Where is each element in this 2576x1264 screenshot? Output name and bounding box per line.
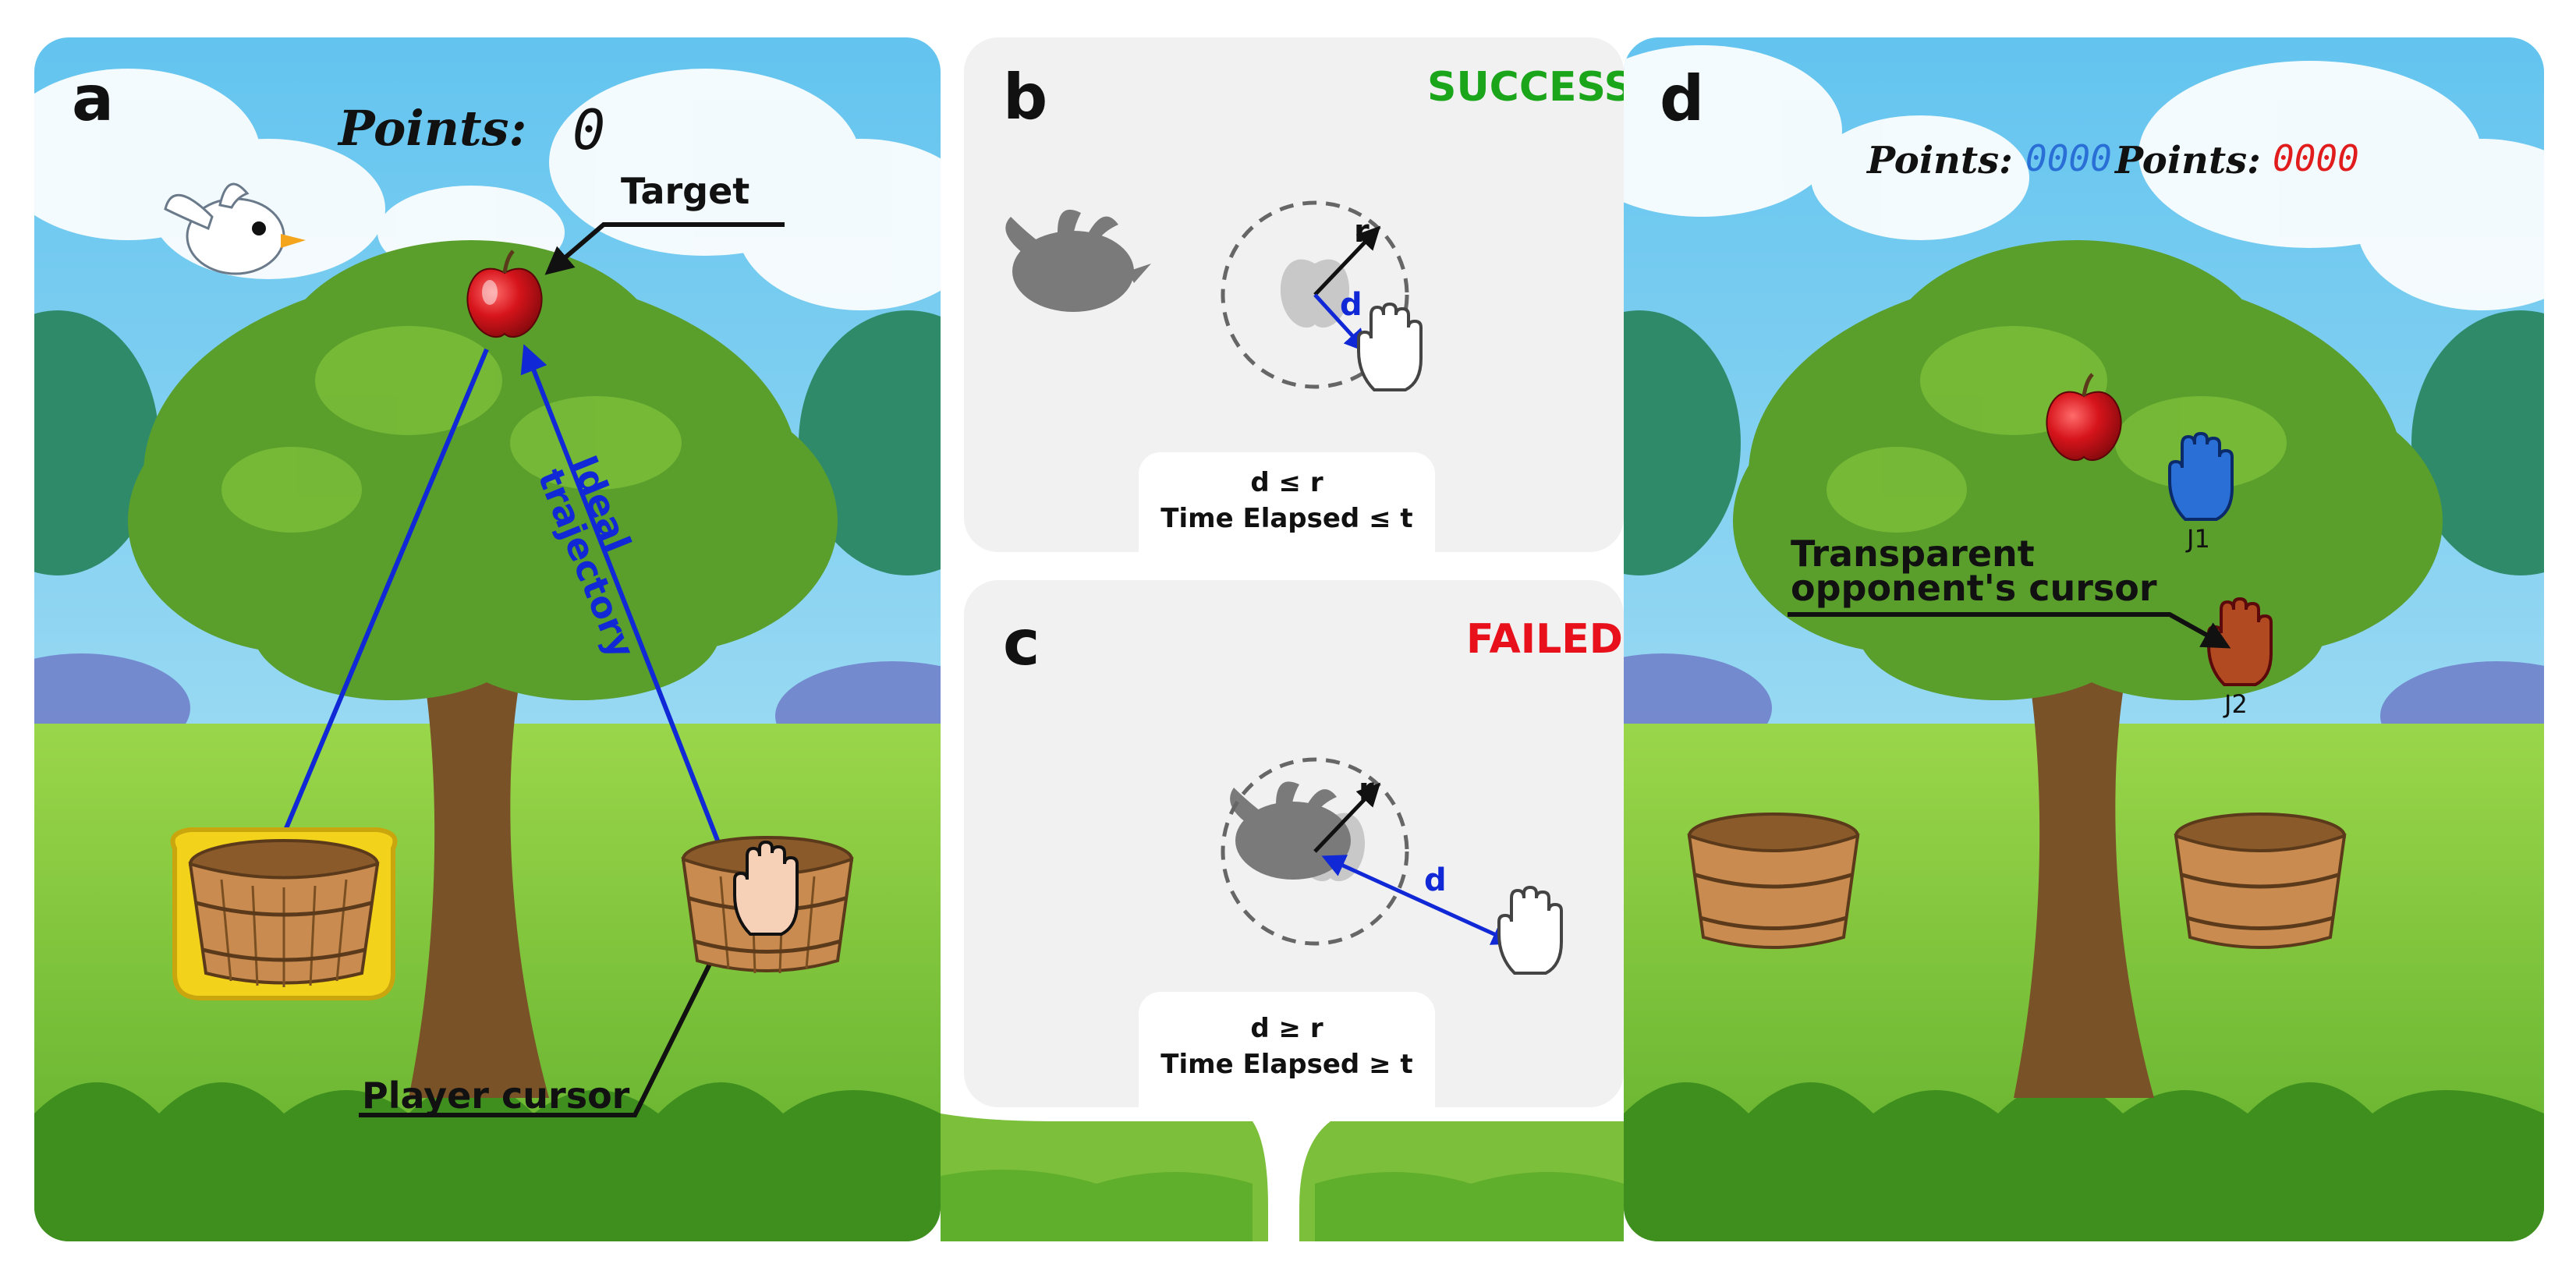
player1-hand-cursor-icon: [2168, 431, 2234, 521]
points-label: Points:: [338, 100, 527, 157]
apple-icon: [466, 250, 543, 338]
failed-status: FAILED: [1466, 616, 1623, 663]
middle-grass-strip: [941, 1114, 1624, 1241]
panel-d-multiplayer-scene: Points: 0000 Points: 0000 J1 J2 Transpar…: [1624, 37, 2544, 1241]
trajectory-arrow-down: [270, 348, 489, 862]
panel-a-game-scene: Points: 0 Target Ideal trajectory: [34, 37, 941, 1241]
panel-letter-c: c: [1003, 607, 1040, 679]
panel-a-annotations: [270, 222, 785, 1117]
panel-letter-b: b: [1003, 61, 1048, 133]
player2-points-label: Points:: [2115, 139, 2261, 182]
panel-letter-d: d: [1660, 62, 1705, 135]
apple-icon-d: [2046, 373, 2122, 461]
radius-label-b: r: [1354, 214, 1369, 250]
opponent-cursor-label: Transparent opponent's cursor: [1791, 533, 2157, 609]
panel-letter-a: a: [72, 62, 114, 135]
success-status: SUCCESS: [1427, 64, 1634, 111]
target-label: Target: [621, 170, 750, 212]
panel-d-background: [1624, 37, 2544, 1241]
player1-points-value: 0000: [2025, 137, 2112, 179]
radius-label-c: r: [1359, 772, 1374, 808]
basket-icon-d-left: [1687, 813, 1860, 949]
condition-c-line1: d ≥ r: [1250, 1013, 1323, 1044]
hand-cursor-icon-b: [1357, 302, 1423, 391]
points-value: 0: [572, 98, 606, 162]
panel-c-diagram: [1221, 757, 1563, 975]
player2-label: J2: [2224, 689, 2248, 719]
condition-box-b: d ≤ r Time Elapsed ≤ t: [1139, 452, 1435, 552]
condition-b-line2: Time Elapsed ≤ t: [1160, 503, 1413, 534]
condition-c-line2: Time Elapsed ≥ t: [1160, 1049, 1413, 1080]
hand-cursor-icon-c: [1497, 885, 1563, 975]
player2-points-value: 0000: [2273, 137, 2359, 179]
bird-silhouette-icon: [1005, 209, 1151, 312]
condition-b-line1: d ≤ r: [1250, 467, 1323, 498]
player1-label: J1: [2187, 524, 2210, 554]
distance-label-c: d: [1424, 862, 1447, 898]
player-cursor-label: Player cursor: [362, 1075, 630, 1117]
player1-points-label: Points:: [1867, 139, 2013, 182]
distance-label-b: d: [1340, 287, 1362, 323]
basket-icon-d-right: [2174, 813, 2347, 949]
panel-bc-area: SUCCESS b r d d ≤ r Time Elapsed ≤ t FAI…: [941, 37, 1633, 1241]
trajectory-arrow-up: [520, 344, 723, 850]
basket-icon[interactable]: [159, 817, 409, 1012]
condition-box-c: d ≥ r Time Elapsed ≥ t: [1139, 992, 1435, 1107]
hand-cursor-icon: [733, 841, 799, 936]
bird-icon: [164, 182, 306, 275]
panel-b-diagram: [1005, 200, 1423, 391]
panel-a-background: [34, 37, 941, 1241]
